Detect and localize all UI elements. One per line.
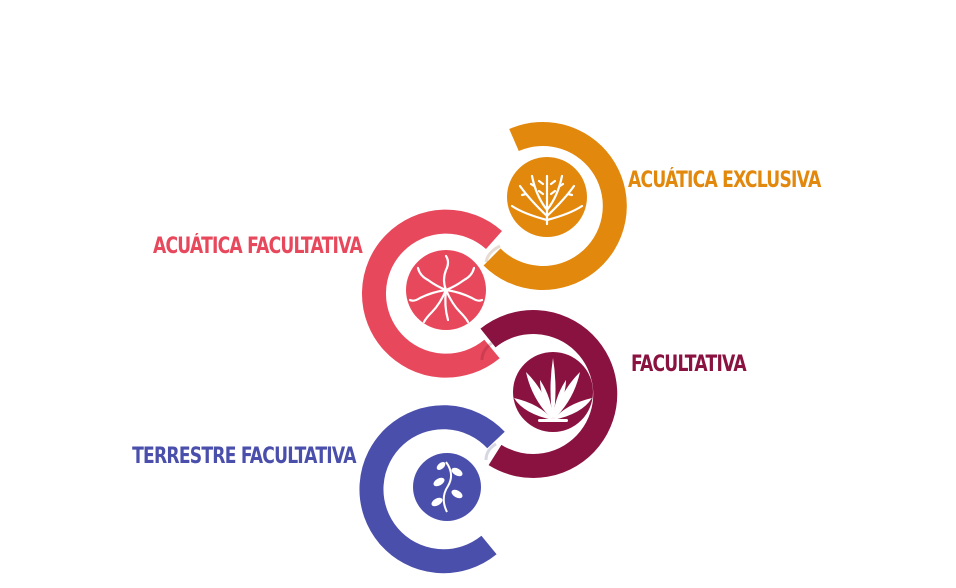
- ring-terrestre-facultativa: [359, 405, 505, 574]
- ring-acuatica-exclusiva: [483, 122, 627, 290]
- aquatic-plant-icon: [510, 174, 584, 226]
- label-acuatica-facultativa: ACUÁTICA FACULTATIVA: [152, 234, 363, 259]
- ring-shadows: [480, 244, 501, 461]
- vine-plant-icon: [431, 461, 463, 513]
- leafy-plant-icon: [514, 358, 592, 422]
- label-terrestre-facultativa: TERRESTRE FACULTATIVA: [132, 444, 356, 469]
- label-facultativa: FACULTATIVA: [631, 352, 747, 377]
- seaweed-icon: [408, 254, 484, 324]
- label-acuatica-exclusiva: ACUÁTICA EXCLUSIVA: [628, 168, 821, 193]
